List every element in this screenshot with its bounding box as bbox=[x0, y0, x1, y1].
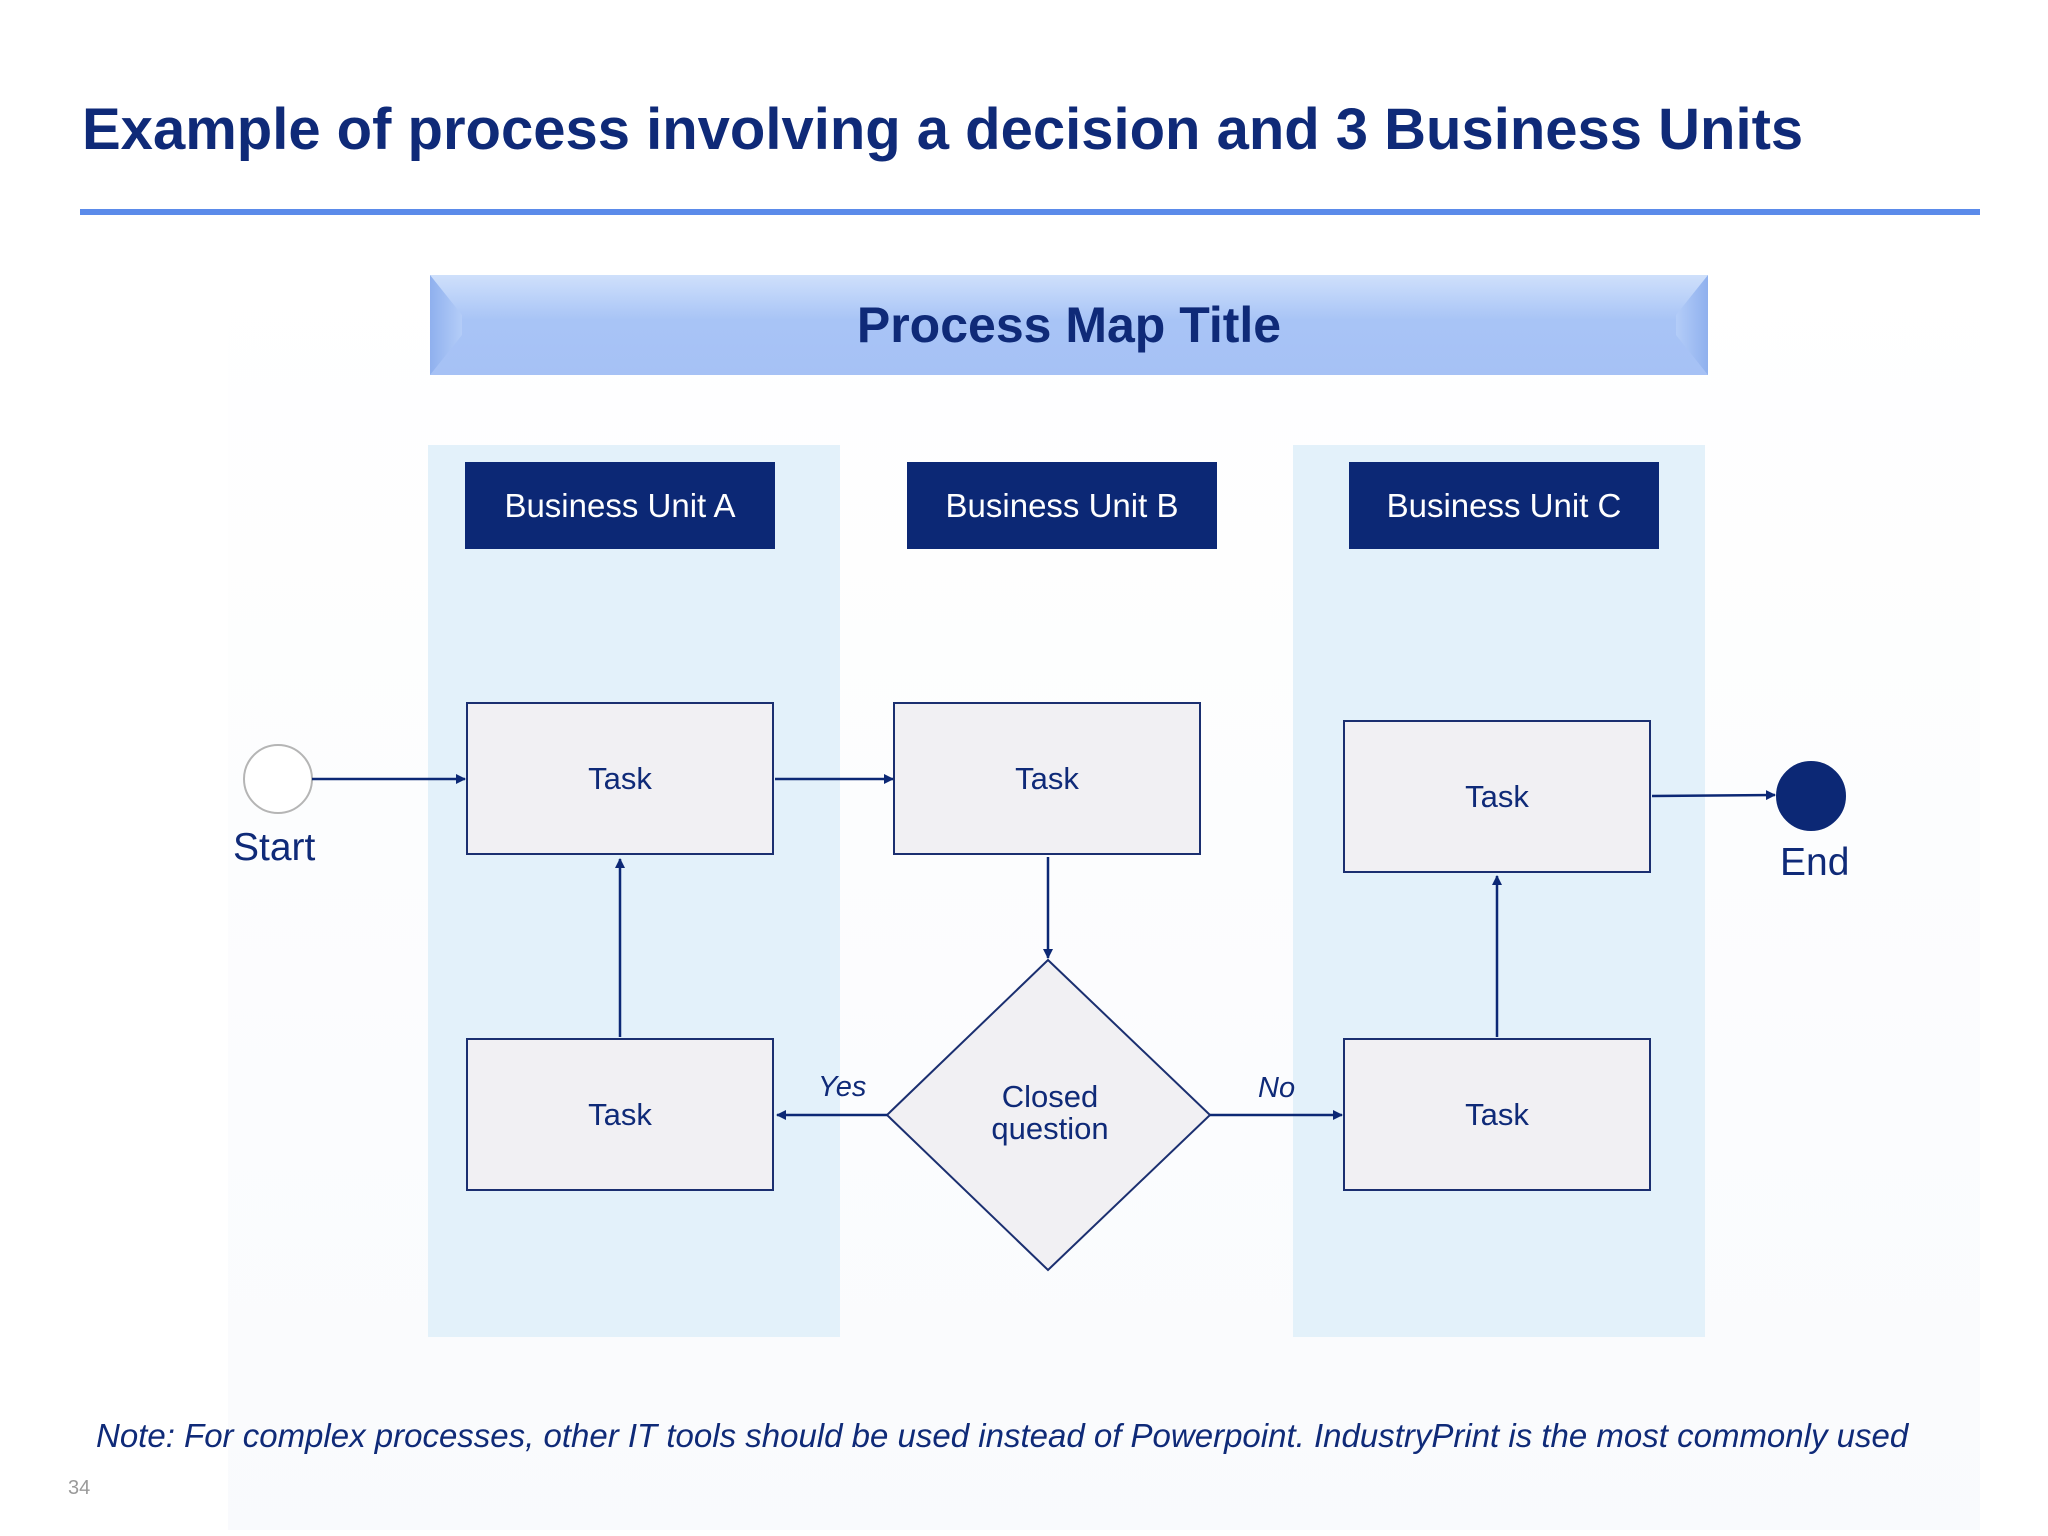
decision-diamond bbox=[885, 958, 1212, 1272]
task-c-top: Task bbox=[1343, 720, 1651, 873]
edge-label-no: No bbox=[1258, 1072, 1296, 1104]
task-a-bottom: Task bbox=[466, 1038, 774, 1191]
task-a-top: Task bbox=[466, 702, 774, 855]
edge-task-c-top-to-end bbox=[1651, 790, 1776, 801]
decision-label-line-1: Closed bbox=[1001, 1079, 1099, 1114]
process-map-title: Process Map Title bbox=[856, 297, 1282, 353]
task-c-bottom: Task bbox=[1343, 1038, 1651, 1191]
end-label: End bbox=[1780, 841, 1850, 884]
task-b-top: Task bbox=[893, 702, 1201, 855]
page-number: 34 bbox=[68, 1477, 91, 1499]
business-unit-a-header: Business Unit A bbox=[465, 462, 775, 549]
start-node bbox=[243, 744, 313, 814]
slide-title: Example of process involving a decision … bbox=[82, 97, 1804, 162]
decision-label: Closed question bbox=[950, 1081, 1150, 1145]
start-label: Start bbox=[233, 826, 316, 869]
process-map-title-bar: Process Map Title bbox=[430, 275, 1708, 375]
business-unit-c-header: Business Unit C bbox=[1349, 462, 1659, 549]
business-unit-b-header: Business Unit B bbox=[907, 462, 1217, 549]
edge-label-yes: Yes bbox=[818, 1071, 867, 1103]
title-divider bbox=[80, 209, 1980, 215]
footnote: Note: For complex processes, other IT to… bbox=[96, 1417, 1909, 1454]
decision-label-line-2: question bbox=[991, 1111, 1109, 1146]
end-node bbox=[1776, 761, 1846, 831]
